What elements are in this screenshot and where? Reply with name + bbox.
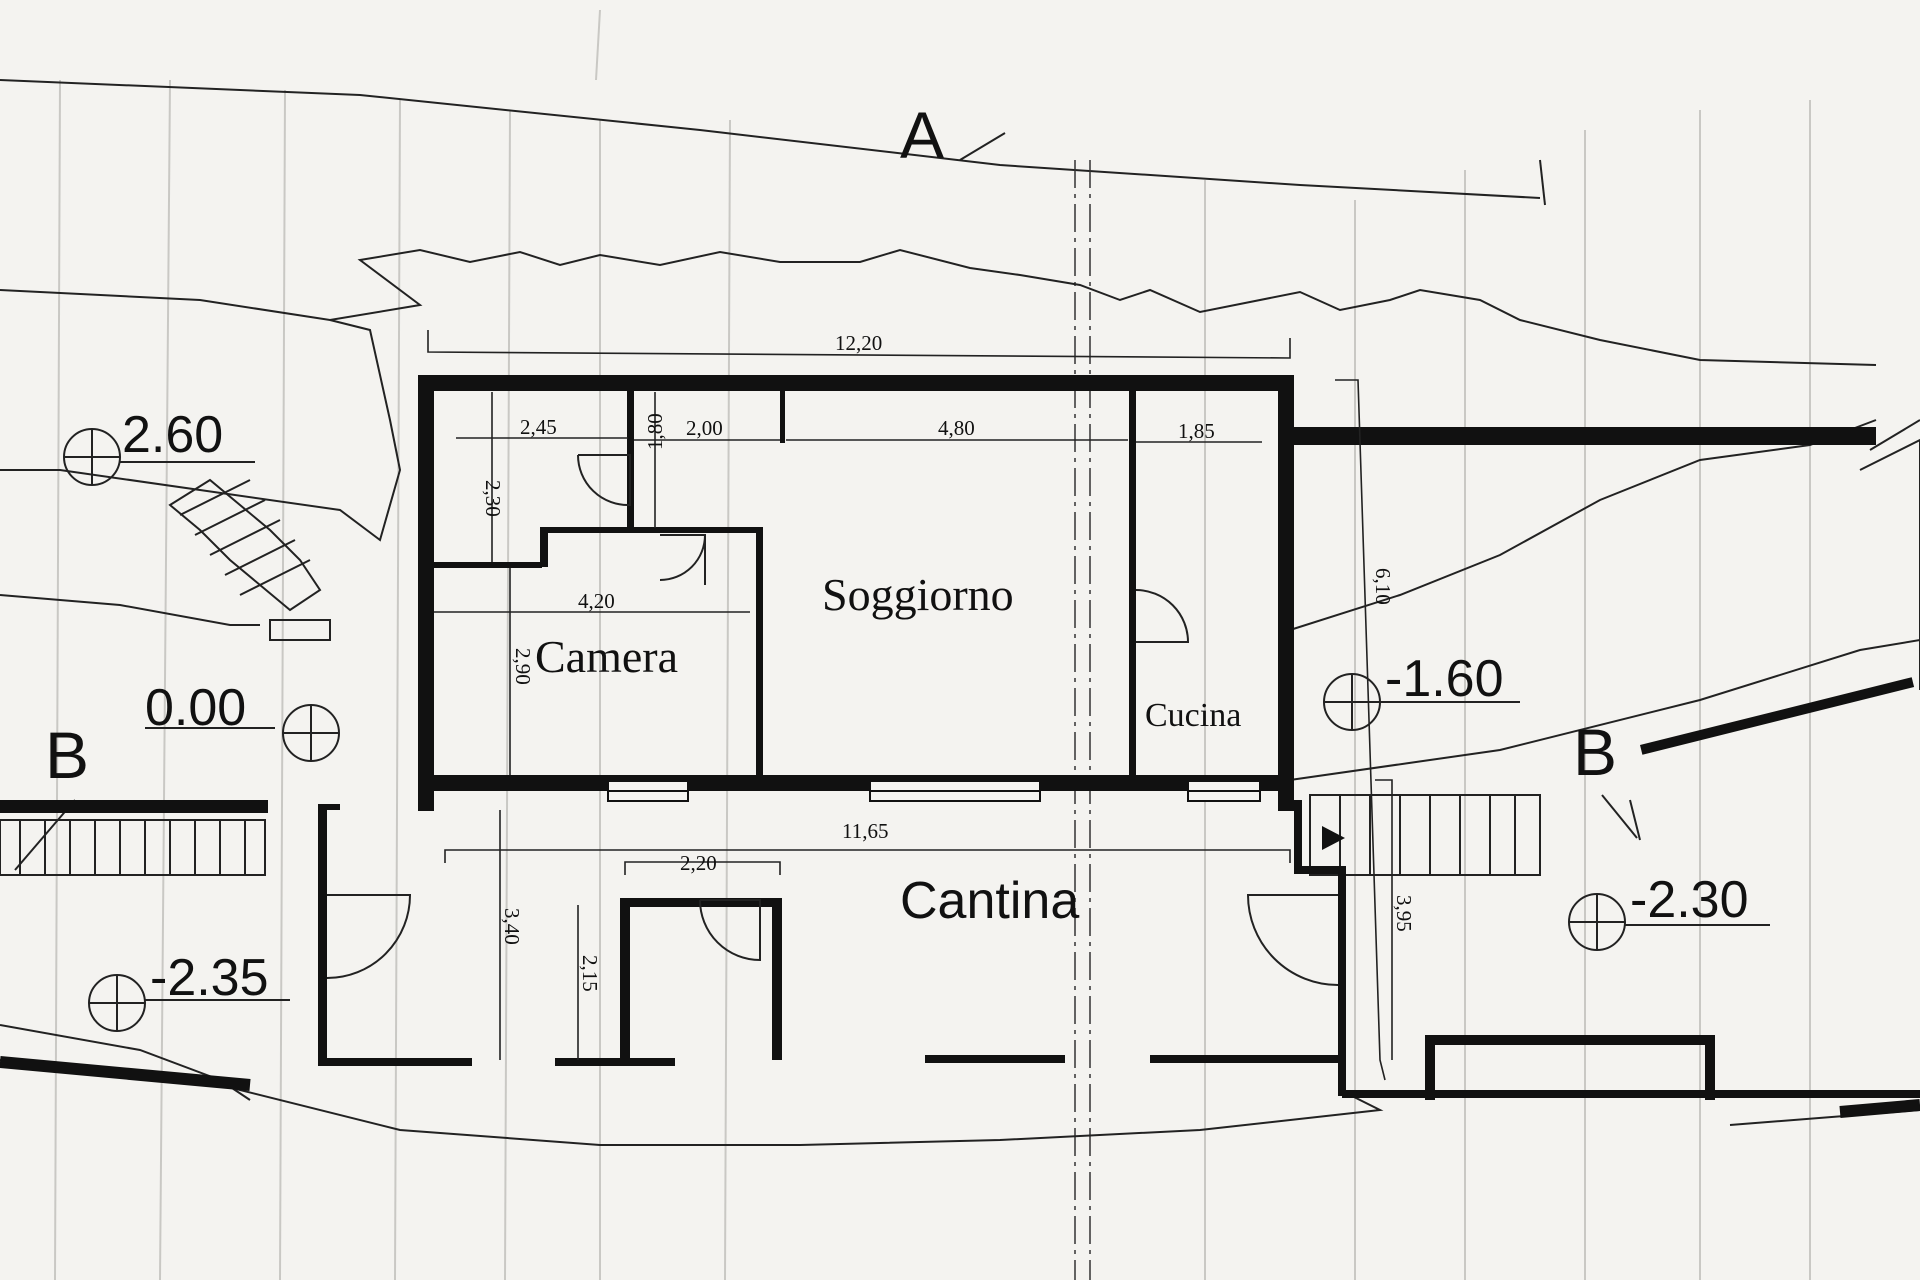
level-label-minus-1.60: -1.60	[1385, 650, 1504, 708]
section-marker-b-left: B	[45, 718, 89, 792]
level-marker-minus-1.60	[1323, 673, 1520, 731]
dim-1-85: 1,85	[1178, 419, 1215, 443]
room-label-cantina: Cantina	[900, 872, 1079, 930]
room-label-soggiorno: Soggiorno	[822, 569, 1014, 620]
dim-3-40: 3,40	[500, 908, 524, 945]
dim-2-15: 2,15	[578, 955, 602, 992]
room-label-camera: Camera	[535, 631, 678, 682]
dim-2-30: 2,30	[481, 480, 505, 517]
stair-left-lower	[0, 799, 266, 876]
level-label-2.60: 2.60	[122, 406, 223, 464]
upper-floor-walls	[418, 375, 1876, 811]
doors	[326, 454, 1339, 986]
stair-right-lower	[1309, 794, 1541, 876]
dim-overall-width: 12,20	[835, 331, 882, 355]
level-marker-0.00	[145, 704, 340, 762]
level-marker-minus-2.30	[1568, 893, 1770, 951]
dim-4-80: 4,80	[938, 416, 975, 440]
dimension-lines	[427, 330, 1393, 1081]
level-marker-minus-2.35	[88, 974, 290, 1032]
level-marker-symbols	[63, 428, 1770, 1032]
dim-2-20: 2,20	[680, 851, 717, 875]
dim-2-00: 2,00	[686, 416, 723, 440]
lower-terrain-walls	[0, 1056, 1920, 1118]
section-marker-a: A	[900, 98, 944, 172]
dim-2-45: 2,45	[520, 415, 557, 439]
dim-2-90: 2,90	[511, 648, 535, 685]
dim-3-95: 3,95	[1392, 895, 1416, 932]
level-label-0.00: 0.00	[145, 679, 246, 737]
dim-11-65: 11,65	[842, 819, 888, 843]
dim-1-80: 1,80	[643, 413, 667, 450]
room-label-cucina: Cucina	[1145, 697, 1241, 734]
dim-4-20: 4,20	[578, 589, 615, 613]
level-marker-2.60	[63, 428, 255, 486]
stair-left-upper	[168, 478, 331, 641]
section-line-a	[0, 79, 1546, 1280]
level-label-minus-2.35: -2.35	[150, 949, 269, 1007]
level-label-minus-2.30: -2.30	[1630, 871, 1749, 929]
section-marker-b-right: B	[1573, 715, 1617, 789]
paper-grid	[54, 9, 1811, 1280]
windows-upper	[607, 780, 1261, 802]
dim-6-10: 6,10	[1371, 568, 1395, 605]
